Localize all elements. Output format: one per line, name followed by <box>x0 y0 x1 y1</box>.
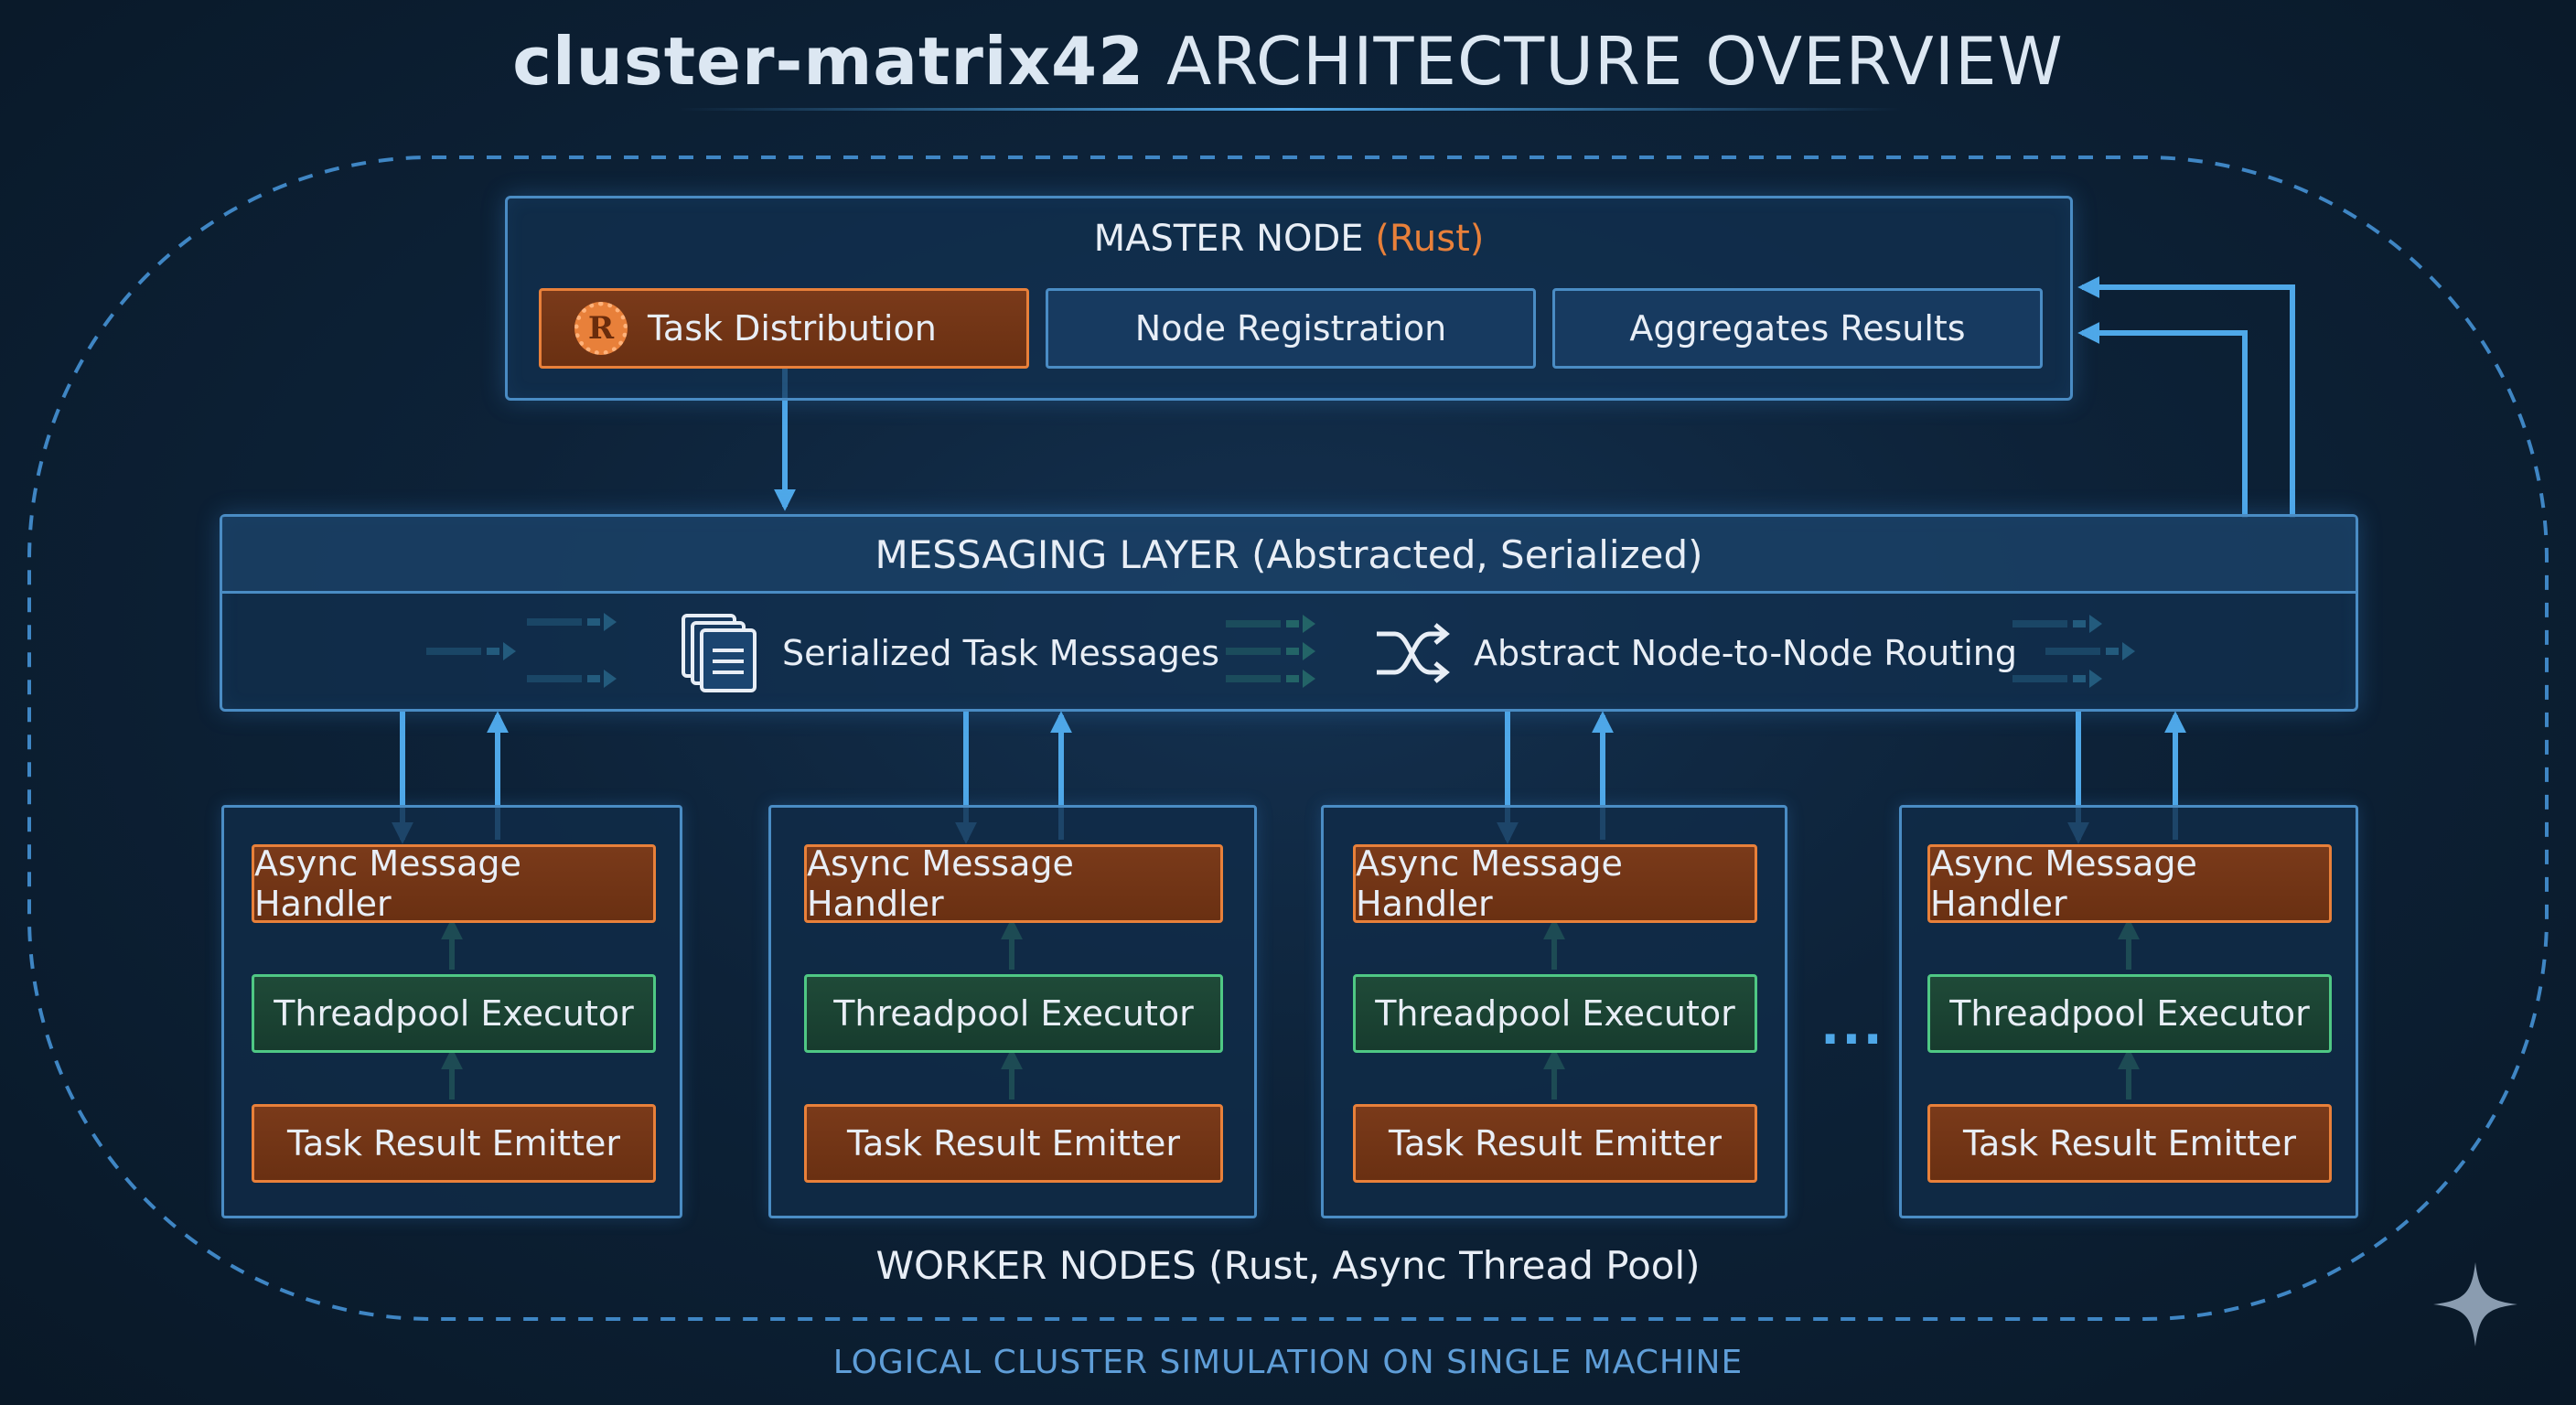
aggregates-results-label: Aggregates Results <box>1629 308 1966 349</box>
master-title-text: MASTER NODE <box>1093 218 1364 260</box>
sparkle-icon <box>2433 1262 2517 1346</box>
serialized-task-messages: Serialized Task Messages <box>680 594 1219 713</box>
executor-label: Threadpool Executor <box>833 993 1194 1034</box>
worker-node-4: Async Message Handler Threadpool Executo… <box>1899 805 2358 1218</box>
master-node-title: MASTER NODE (Rust) <box>508 215 2070 263</box>
document-stack-icon <box>682 614 757 692</box>
task-result-emitter[interactable]: Task Result Emitter <box>252 1104 656 1183</box>
async-message-handler[interactable]: Async Message Handler <box>252 843 656 924</box>
worker-node-1: Async Message Handler Threadpool Executo… <box>221 805 682 1218</box>
emitter-label: Task Result Emitter <box>847 1123 1180 1164</box>
emitter-label: Task Result Emitter <box>1963 1123 2296 1164</box>
handler-label: Async Message Handler <box>1930 843 2197 924</box>
threadpool-executor[interactable]: Threadpool Executor <box>1353 974 1757 1053</box>
page-title: cluster-matrix42 ARCHITECTURE OVERVIEW <box>0 20 2576 102</box>
footer-caption: LOGICAL CLUSTER SIMULATION ON SINGLE MAC… <box>832 1344 1744 1381</box>
task-distribution-button[interactable]: R Task Distribution <box>539 288 1029 369</box>
master-title-accent: (Rust) <box>1375 218 1485 260</box>
threadpool-executor[interactable]: Threadpool Executor <box>252 974 656 1053</box>
messaging-layer-title: MESSAGING LAYER (Abstracted, Serialized) <box>222 517 2356 594</box>
results-arrow-inner <box>2077 322 2248 518</box>
title-rest: ARCHITECTURE OVERVIEW <box>1166 23 2064 100</box>
executor-label: Threadpool Executor <box>1949 993 2310 1034</box>
task-distribution-label: Task Distribution <box>648 308 937 349</box>
shuffle-icon <box>1377 623 1450 683</box>
async-message-handler[interactable]: Async Message Handler <box>1927 843 2332 924</box>
messaging-layer-panel: MESSAGING LAYER (Abstracted, Serialized)… <box>220 514 2358 712</box>
aggregates-results-button[interactable]: Aggregates Results <box>1552 288 2043 369</box>
task-result-emitter[interactable]: Task Result Emitter <box>804 1104 1223 1183</box>
emitter-label: Task Result Emitter <box>1389 1123 1722 1164</box>
threadpool-executor[interactable]: Threadpool Executor <box>804 974 1223 1053</box>
executor-label: Threadpool Executor <box>1375 993 1735 1034</box>
node-registration-label: Node Registration <box>1134 308 1447 349</box>
node-registration-button[interactable]: Node Registration <box>1046 288 1536 369</box>
handler-label: Async Message Handler <box>254 843 521 924</box>
task-result-emitter[interactable]: Task Result Emitter <box>1353 1104 1757 1183</box>
task-result-emitter[interactable]: Task Result Emitter <box>1927 1104 2332 1183</box>
worker-nodes-label: WORKER NODES (Rust, Async Thread Pool) <box>875 1243 1701 1288</box>
handler-label: Async Message Handler <box>807 843 1074 924</box>
serialized-task-messages-label: Serialized Task Messages <box>782 633 1220 673</box>
threadpool-executor[interactable]: Threadpool Executor <box>1927 974 2332 1053</box>
async-message-handler[interactable]: Async Message Handler <box>804 843 1223 924</box>
rust-logo-icon: R <box>574 302 628 355</box>
executor-label: Threadpool Executor <box>274 993 634 1034</box>
title-project: cluster-matrix42 <box>512 23 1145 100</box>
results-arrow-outer <box>2077 276 2295 518</box>
emitter-label: Task Result Emitter <box>287 1123 620 1164</box>
master-node-panel: MASTER NODE (Rust) R Task Distribution N… <box>505 196 2073 401</box>
cluster-boundary <box>27 156 2549 1321</box>
handler-label: Async Message Handler <box>1356 843 1623 924</box>
worker-node-3: Async Message Handler Threadpool Executo… <box>1321 805 1787 1218</box>
async-message-handler[interactable]: Async Message Handler <box>1353 843 1757 924</box>
abstract-routing: Abstract Node-to-Node Routing <box>1373 594 2017 713</box>
abstract-routing-label: Abstract Node-to-Node Routing <box>1474 633 2017 673</box>
title-underline <box>677 108 1903 111</box>
more-workers-ellipsis: ... <box>1820 997 1884 1056</box>
worker-node-2: Async Message Handler Threadpool Executo… <box>768 805 1257 1218</box>
